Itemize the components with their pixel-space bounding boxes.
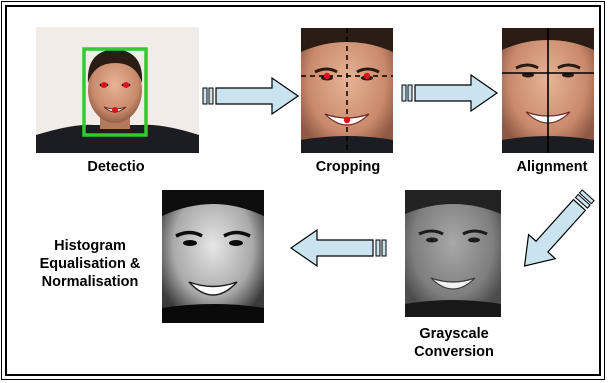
left-arrow	[289, 228, 387, 268]
alignment-label: Alignment	[516, 159, 588, 175]
grayscale-label-line-1: Grayscale	[419, 326, 489, 342]
detection-label: Detectio	[87, 159, 145, 175]
alignment-photo	[502, 28, 594, 153]
histogram-photo	[162, 190, 264, 323]
right-arrow-1	[202, 76, 300, 116]
grayscale-label-line-2: Conversion	[414, 344, 494, 360]
histogram-label-line-2: Equalisation &	[39, 256, 141, 272]
detection-photo	[36, 27, 199, 153]
down-left-arrow	[523, 189, 595, 267]
histogram-label-line-3: Normalisation	[41, 274, 139, 290]
grayscale-photo	[405, 190, 501, 317]
inner-frame	[5, 5, 601, 376]
right-arrow-2	[401, 73, 499, 113]
cropping-photo	[301, 28, 393, 153]
grayscale-label: Grayscale Conversion	[404, 325, 504, 361]
cropping-label: Cropping	[315, 159, 381, 175]
histogram-label-line-1: Histogram	[54, 238, 126, 254]
histogram-label: Histogram Equalisation & Normalisation	[30, 237, 150, 291]
